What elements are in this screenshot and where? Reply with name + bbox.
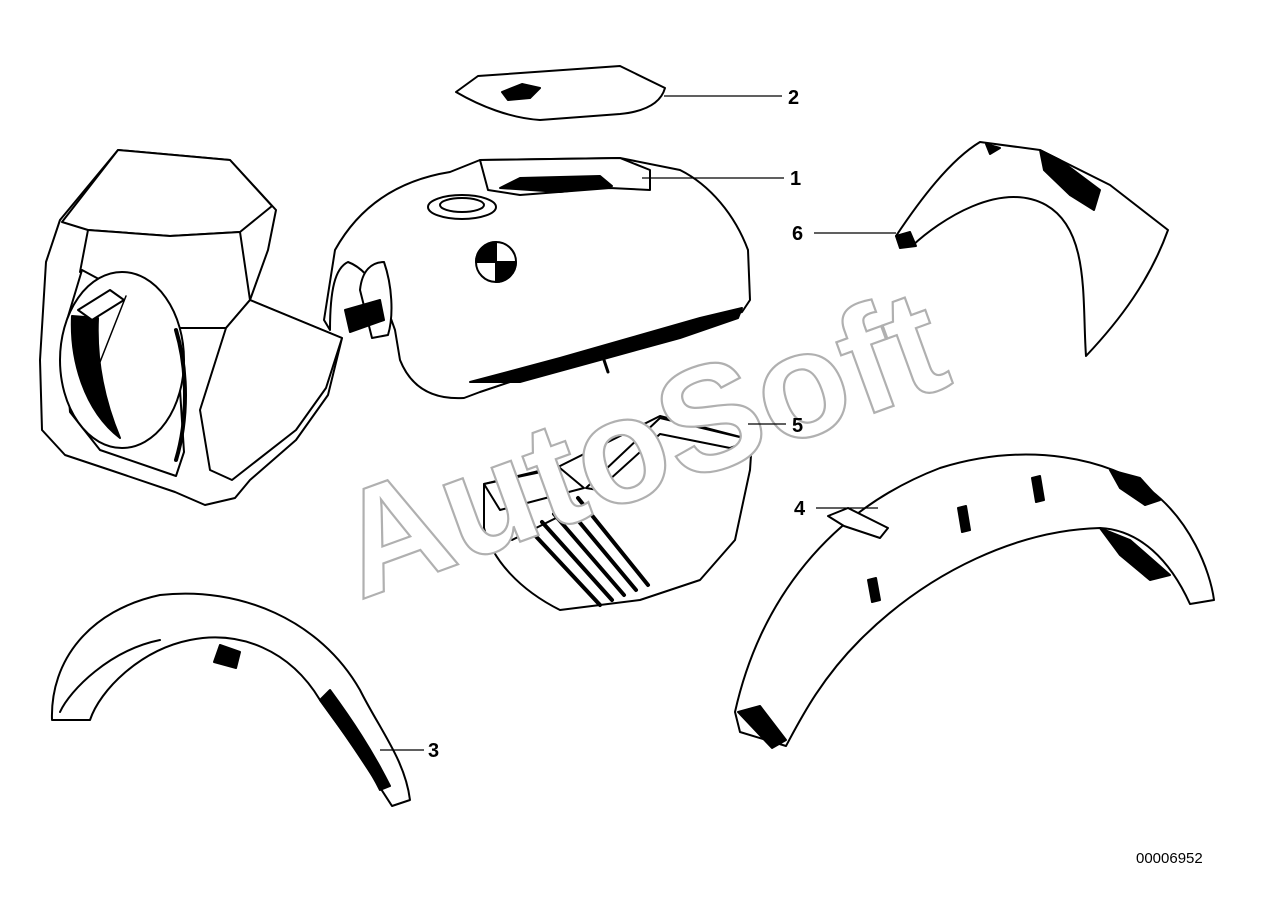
callout-5: 5 bbox=[792, 415, 803, 437]
rear-cowl bbox=[895, 141, 1169, 357]
rear-mudguard bbox=[734, 453, 1215, 749]
headlight-fairing bbox=[39, 149, 343, 506]
callout-4: 4 bbox=[794, 498, 806, 520]
front-mudguard bbox=[50, 592, 411, 807]
side-cover bbox=[483, 415, 753, 611]
fuel-tank bbox=[323, 157, 751, 400]
callout-6: 6 bbox=[792, 223, 803, 245]
tank-cover bbox=[455, 65, 666, 121]
callout-3: 3 bbox=[428, 740, 439, 762]
leader-lines bbox=[380, 95, 896, 751]
callouts: 1 2 3 4 5 6 bbox=[428, 87, 806, 762]
diagram-code: 00006952 bbox=[1136, 850, 1203, 867]
callout-1: 1 bbox=[790, 168, 801, 190]
callout-2: 2 bbox=[788, 87, 799, 109]
vent-slots bbox=[528, 496, 650, 607]
